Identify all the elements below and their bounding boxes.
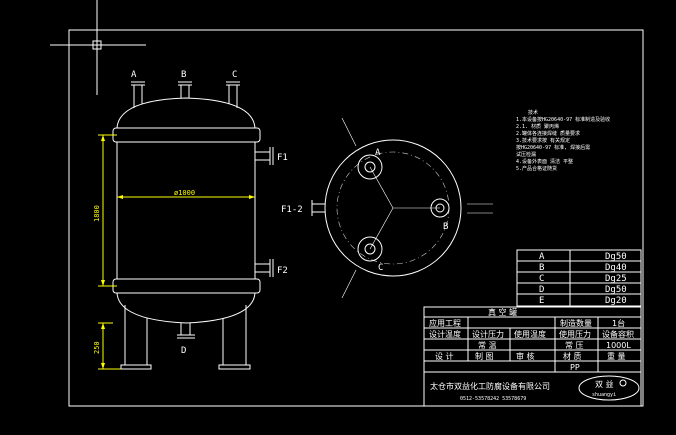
leg-text: 250 xyxy=(93,341,101,354)
table-size: Dg50 xyxy=(605,285,627,295)
tb-cell: 设备容积 xyxy=(602,329,634,339)
company-name: 太仓市双益化工防腐设备有限公司 xyxy=(430,381,550,391)
nozzle-table xyxy=(516,249,642,307)
company-phone: 0512-53578242 53578679 xyxy=(460,396,526,402)
bottom-flange xyxy=(112,278,261,294)
tb-cell: 1台 xyxy=(612,318,625,328)
nozzle-f1 xyxy=(255,147,274,165)
table-size: Dg50 xyxy=(605,252,627,262)
logo-text: 双 益 xyxy=(595,379,614,389)
label-c: C xyxy=(232,70,237,80)
crosshair-cursor-icon xyxy=(50,0,146,95)
note-line: 按HG20640-97 标准, 焊接后需 xyxy=(516,144,590,151)
tb-cell: 制造数量 xyxy=(560,318,592,328)
nozzle-a xyxy=(131,81,145,108)
nozzle-d xyxy=(177,323,195,339)
top-label-f1-2: F1-2 xyxy=(281,205,303,215)
label-f2: F2 xyxy=(277,266,288,276)
drawing-name: 真 空 罐 xyxy=(488,307,517,317)
bottom-head xyxy=(116,292,256,324)
diameter-dimension xyxy=(117,195,255,199)
vessel-top-view xyxy=(311,117,493,299)
vessel-front-view xyxy=(98,81,274,370)
table-size: Dg20 xyxy=(605,296,627,306)
tb-cell: 应用工程 xyxy=(429,318,461,328)
note-line: 2.1. 材质 聚丙烯 xyxy=(516,123,559,130)
height-dimension xyxy=(98,134,117,287)
nozzle-b xyxy=(178,81,192,98)
note-line: 3.技术要求按 有关规定 xyxy=(516,137,570,144)
tb-cell: 使用压力 xyxy=(559,329,591,339)
tb-cell: 设 计 xyxy=(435,351,454,361)
table-id: E xyxy=(539,296,544,306)
tb-cell: 重 量 xyxy=(607,351,626,361)
table-id: C xyxy=(539,274,544,284)
label-b: B xyxy=(181,70,186,80)
diameter-text: ø1000 xyxy=(174,189,195,197)
tb-cell: 设计温度 xyxy=(429,329,461,339)
note-line: 试压检漏 xyxy=(516,151,536,158)
label-d: D xyxy=(181,346,186,356)
title-block xyxy=(423,306,642,407)
tb-cell: 常 压 xyxy=(565,341,584,350)
notes-title: 技术 xyxy=(528,109,538,116)
leg-dimension xyxy=(98,322,121,370)
height-text: 1800 xyxy=(93,205,101,222)
table-size: Dg40 xyxy=(605,263,627,273)
table-id: B xyxy=(539,263,544,273)
tb-cell: 1000L xyxy=(606,341,631,350)
tb-cell: 审 核 xyxy=(516,351,535,361)
top-head xyxy=(116,97,256,129)
note-line: 4.设备外表面 清洁 平整 xyxy=(516,158,573,165)
technical-notes: 技术 1.本设备按HG20640-97 标准制造及验收 2.1. 材质 聚丙烯 … xyxy=(516,109,610,172)
drawing-frame xyxy=(68,29,644,407)
note-line: 2.罐体各连接焊缝 质量要求 xyxy=(516,130,580,137)
nozzle-f2 xyxy=(255,259,274,277)
label-a: A xyxy=(131,70,137,80)
label-f1: F1 xyxy=(277,153,288,163)
support-legs xyxy=(120,305,251,370)
material-value: PP xyxy=(570,363,580,372)
tb-cell: 设计压力 xyxy=(472,329,504,339)
tb-cell: 常 温 xyxy=(478,341,497,350)
tb-cell: 使用温度 xyxy=(514,329,546,339)
note-line: 5.产品合格证随货 xyxy=(516,165,557,172)
tb-cell: 材 质 xyxy=(563,351,582,361)
note-line: 1.本设备按HG20640-97 标准制造及验收 xyxy=(516,116,610,123)
top-label-c: C xyxy=(378,263,383,273)
top-flange xyxy=(112,127,261,143)
table-id: A xyxy=(539,252,545,262)
nozzle-c xyxy=(226,81,240,108)
logo-subtext: shuangyi xyxy=(592,392,616,398)
top-label-a: A xyxy=(375,148,381,158)
top-label-b: B xyxy=(443,222,448,232)
tb-cell: 制 图 xyxy=(475,351,494,361)
table-id: D xyxy=(539,285,544,295)
table-size: Dg25 xyxy=(605,274,627,284)
